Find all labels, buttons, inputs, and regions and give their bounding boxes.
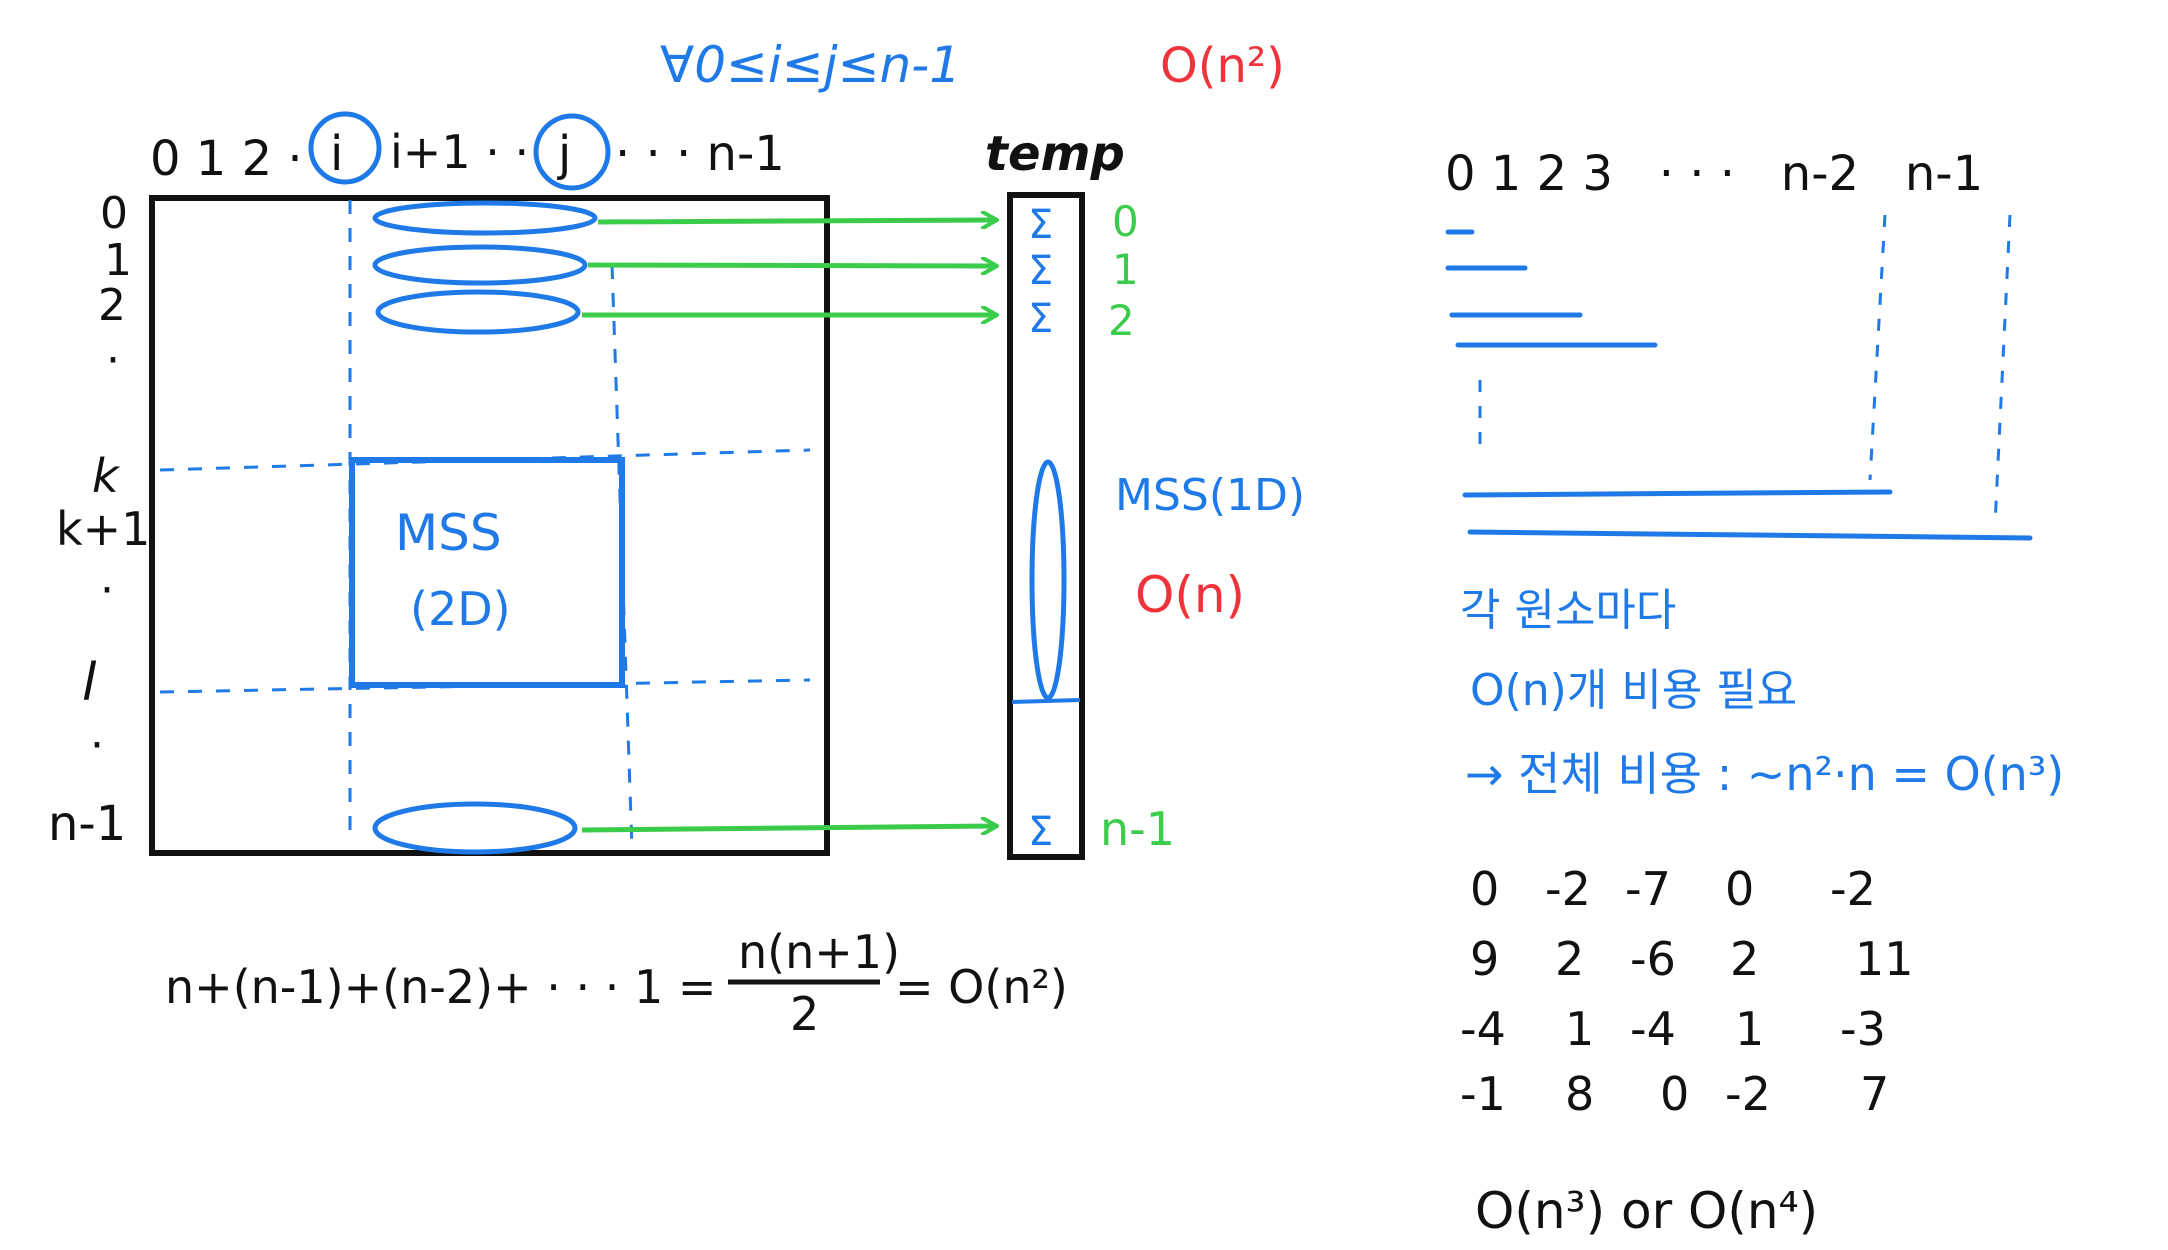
row-label-l: l	[82, 653, 97, 713]
grid-cell-1-4: 11	[1855, 932, 1914, 986]
grid-cell-0-2: -7	[1625, 862, 1671, 916]
temp-divider-mark	[1011, 698, 1081, 704]
grid-cell-1-2: -6	[1630, 932, 1676, 986]
col-label-j: j	[557, 126, 571, 182]
formula-numerator: n(n+1)	[738, 925, 900, 979]
row-sum-ellipse-2	[375, 289, 581, 335]
formula-rhs: = O(n²)	[895, 960, 1068, 1014]
temp-sigma-0: Σ	[1028, 202, 1053, 248]
grid-cell-3-4: 7	[1860, 1067, 1889, 1121]
row-sum-ellipse-n1	[372, 801, 578, 855]
grid-cell-0-4: -2	[1830, 862, 1876, 916]
arrow-row-1	[587, 265, 995, 266]
mss-2d-box	[349, 457, 625, 688]
row-label-0: 0	[100, 188, 128, 239]
temp-sigma-1: Σ	[1028, 248, 1053, 294]
matrix-row-labels: 0 1 2 · k k+1 · l · n-1	[48, 188, 150, 852]
grid-cell-2-3: 1	[1735, 1002, 1764, 1056]
right-col-labels: 0 1 2 3 · · · n-2 n-1	[1445, 146, 1983, 202]
temp-sigma-2: Σ	[1028, 296, 1053, 342]
triangle-dashed-guides	[1478, 214, 2012, 526]
grid-cell-0-3: 0	[1725, 862, 1754, 916]
row-label-k: k	[92, 449, 121, 503]
temp-index-2: 2	[1108, 296, 1135, 345]
grid-cell-2-1: 1	[1565, 1002, 1594, 1056]
grid-cell-2-4: -3	[1840, 1002, 1886, 1056]
guide-row-k	[159, 448, 811, 472]
temp-arrows	[581, 220, 995, 830]
mss-2d-label: MSS	[395, 504, 502, 562]
top-complexity-label: O(n²)	[1160, 38, 1285, 94]
temp-sigma-n1: Σ	[1028, 809, 1053, 855]
grid-cell-2-0: -4	[1460, 1002, 1506, 1056]
grid-cell-2-2: -4	[1630, 1002, 1676, 1056]
matrix-column-labels: 0 1 2 · i i+1 · · j · · · n-1	[150, 125, 785, 187]
col-label-end: · · · n-1	[615, 126, 785, 182]
grid-cell-1-0: 9	[1470, 932, 1499, 986]
col-label-start: 0 1 2 ·	[150, 131, 303, 187]
note-per-element: 각 원소마다	[1460, 585, 1676, 636]
note-total-cost: → 전체 비용 : ~n²·n = O(n³)	[1465, 747, 2064, 801]
col-j-circle	[533, 113, 611, 191]
row-label-n1: n-1	[48, 796, 126, 852]
grid-cell-3-2: 0	[1660, 1067, 1689, 1121]
arrow-row-0	[597, 220, 995, 222]
guide-col-n2	[1868, 214, 1887, 481]
row-label-dots-3: ·	[90, 720, 104, 771]
col-label-i-next: i+1 · ·	[390, 125, 529, 179]
guide-row-l	[159, 678, 811, 694]
col-i-circle	[308, 111, 382, 185]
mss-1d-complexity: O(n)	[1135, 566, 1245, 624]
formula-lhs: n+(n-1)+(n-2)+ · · · 1 =	[165, 960, 716, 1014]
grid-cell-0-0: 0	[1470, 862, 1499, 916]
row-label-dots-1: ·	[106, 335, 120, 386]
row-bar-n1	[1467, 529, 2033, 541]
grid-cell-1-1: 2	[1555, 932, 1584, 986]
forall-range-label: ∀0≤i≤j≤n-1	[660, 36, 961, 94]
temp-array-box	[1007, 192, 1085, 860]
bottom-complexity-label: O(n³) or O(n⁴)	[1475, 1182, 1818, 1240]
grid-cell-0-1: -2	[1545, 862, 1591, 916]
row-sum-ellipse-1	[372, 244, 588, 286]
temp-index-n1: n-1	[1100, 802, 1175, 856]
row-sum-ellipse-0	[372, 200, 598, 236]
temp-title: temp	[985, 126, 1125, 182]
row-label-dots-2: ·	[100, 565, 114, 616]
temp-index-0: 0	[1112, 197, 1139, 246]
col-label-i: i	[330, 126, 343, 182]
mss-1d-ellipse	[1029, 459, 1067, 701]
row-sum-ellipses	[372, 200, 598, 855]
temp-index-1: 1	[1112, 245, 1139, 294]
triangle-rows	[1445, 229, 2033, 541]
row-label-2: 2	[98, 280, 126, 331]
grid-cell-3-0: -1	[1460, 1067, 1506, 1121]
grid-cell-1-3: 2	[1730, 932, 1759, 986]
grid-cell-3-1: 8	[1565, 1067, 1594, 1121]
note-cost-per-element: O(n)개 비용 필요	[1470, 665, 1797, 716]
row-label-1: 1	[104, 235, 132, 286]
mss-2d-dim-label: (2D)	[410, 582, 511, 636]
arrow-row-n1	[581, 826, 995, 830]
guide-col-n1	[1993, 214, 2012, 526]
temp-sigma-entries: Σ Σ Σ Σ	[1028, 202, 1053, 855]
mss-1d-label: MSS(1D)	[1115, 470, 1305, 521]
row-label-k1: k+1	[56, 502, 150, 556]
grid-cell-3-3: -2	[1725, 1067, 1771, 1121]
formula-denominator: 2	[790, 987, 819, 1041]
example-number-grid: 0 -2 -7 0 -2 9 2 -6 2 11 -4 1 -4 1 -3 -1…	[1460, 862, 1914, 1121]
row-bar-n2	[1462, 489, 1893, 498]
